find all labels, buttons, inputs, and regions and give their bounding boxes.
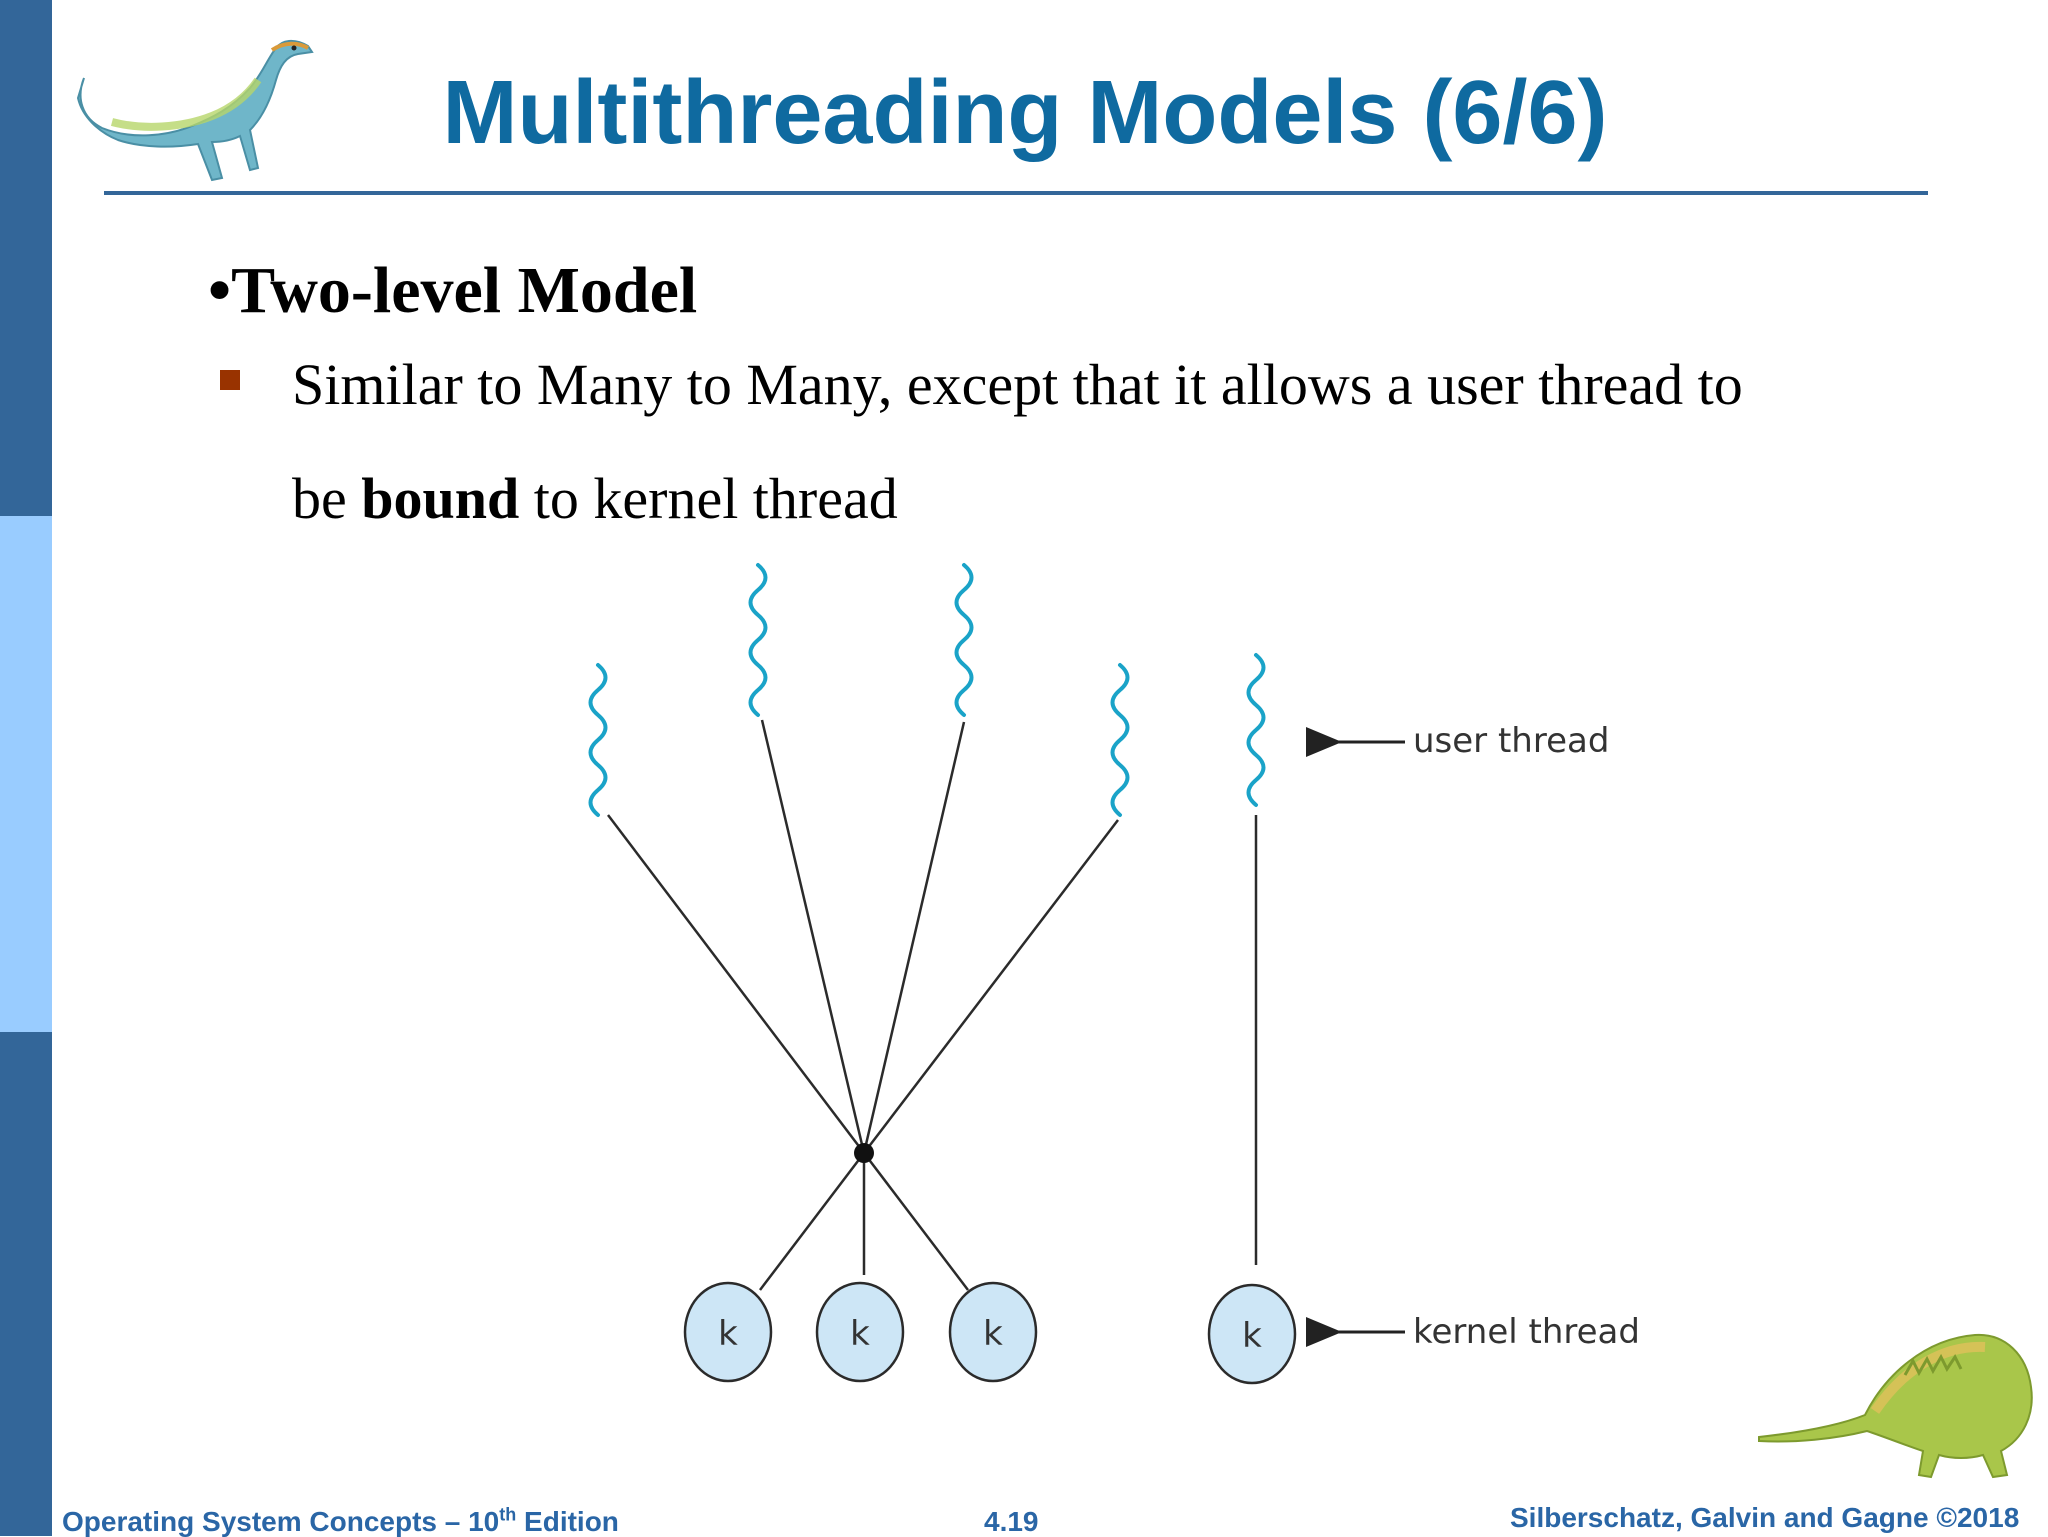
- dinosaur-illustration-icon: [1758, 1333, 2033, 1479]
- kernel-node-label: k: [718, 1314, 738, 1354]
- connection-line: [607, 814, 865, 1154]
- bullet-text-bold-word: bound: [361, 466, 520, 531]
- footer-book-title-prefix: Operating System Concepts – 10: [62, 1506, 500, 1537]
- user-thread-3-icon: [954, 563, 974, 717]
- connection-line: [863, 1152, 969, 1291]
- kernel-node-label: k: [983, 1314, 1003, 1354]
- kernel-thread-label: kernel thread: [1413, 1312, 1640, 1352]
- bullet-heading: •Two-level Model: [208, 254, 698, 327]
- sidebar-stripe-bottom: [0, 1032, 52, 1536]
- footer-copyright: Silberschatz, Galvin and Gagne ©2018: [1510, 1502, 2020, 1533]
- kernel-thread-node: k: [1207, 1283, 1297, 1385]
- dinosaur-logo-icon: [76, 40, 314, 182]
- connection-line: [863, 819, 1119, 1154]
- bullet-text-line2: be bound to kernel thread: [292, 470, 898, 528]
- user-thread-4-icon: [1110, 663, 1130, 817]
- kernel-node-label: k: [1242, 1316, 1262, 1356]
- user-thread-2-icon: [748, 563, 768, 717]
- title-divider: [104, 191, 1928, 195]
- kernel-thread-node: k: [948, 1281, 1038, 1383]
- footer-book-title-suffix: Edition: [516, 1506, 619, 1537]
- bullet-text-line2-post: to kernel thread: [519, 466, 898, 531]
- kernel-thread-node: k: [815, 1281, 905, 1383]
- sidebar-stripe-middle: [0, 516, 52, 1032]
- user-thread-label: user thread: [1413, 721, 1609, 761]
- bullet-text-line1: Similar to Many to Many, except that it …: [292, 352, 1743, 417]
- kernel-threads: k k k k: [683, 1281, 1297, 1385]
- connection-line: [862, 721, 966, 1154]
- footer-slide-number: 4.19: [984, 1506, 1039, 1537]
- multiplex-junction-dot: [854, 1143, 874, 1163]
- kernel-thread-node: k: [683, 1281, 773, 1383]
- user-thread-1-icon: [588, 663, 608, 817]
- footer-book-title-sup: th: [499, 1504, 517, 1525]
- connection-line: [760, 719, 866, 1154]
- footer-book-title: Operating System Concepts – 10th Edition: [62, 1504, 619, 1537]
- bullet-square-icon: [220, 370, 240, 390]
- kernel-node-label: k: [850, 1314, 870, 1354]
- connection-line: [759, 1152, 865, 1291]
- slide-title: Multithreading Models (6/6): [442, 63, 1608, 163]
- sidebar-stripe-top: [0, 0, 52, 516]
- thread-connections: [607, 719, 1258, 1291]
- user-thread-5-icon: [1246, 653, 1266, 807]
- bullet-text-line2-pre: be: [292, 466, 362, 531]
